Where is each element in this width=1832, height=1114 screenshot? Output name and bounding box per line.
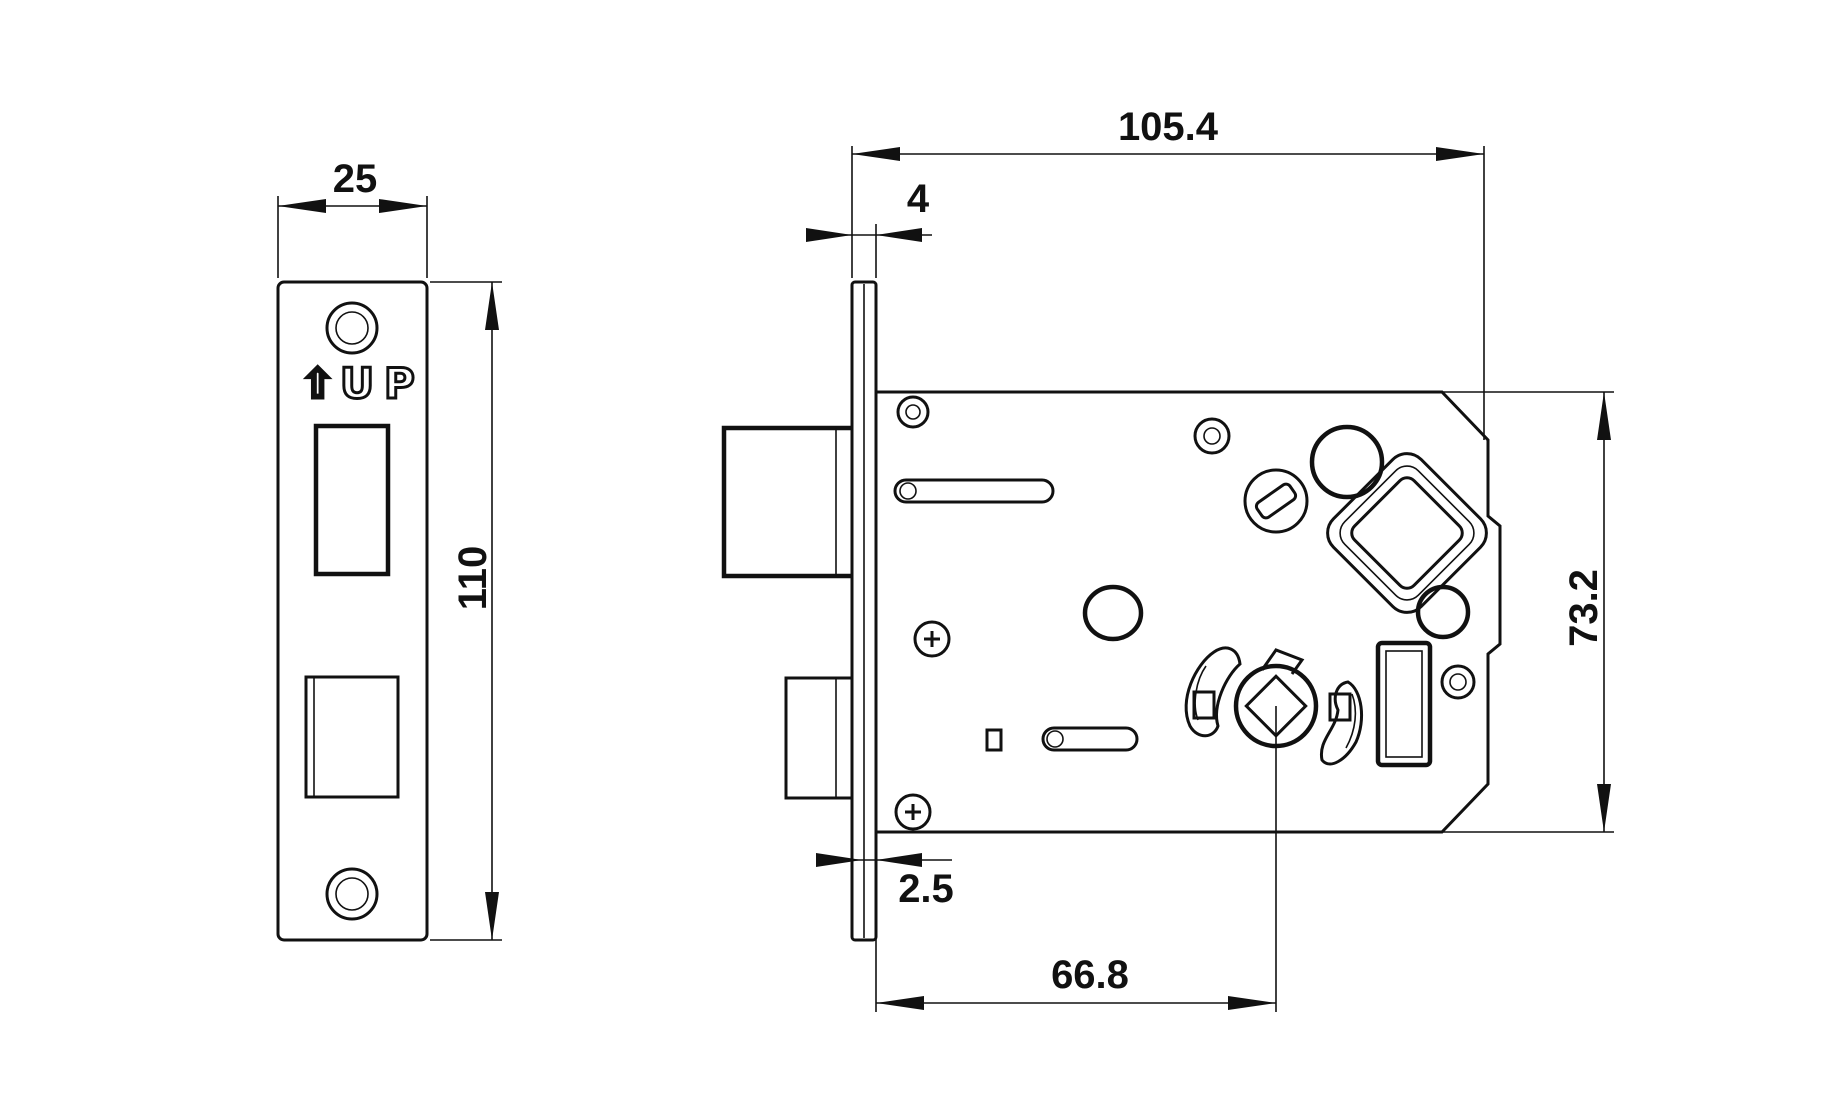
dead-bolt — [784, 676, 852, 800]
rivet-right — [1440, 664, 1476, 700]
lock-body-view — [721, 280, 1502, 942]
oval-hole — [1082, 584, 1144, 642]
screw-left-bottom — [894, 793, 932, 831]
small-indicator — [985, 728, 1003, 752]
case-width-label: 105.4 — [1118, 105, 1219, 149]
small-cam — [1243, 468, 1309, 534]
faceplate-top-screw-hole — [325, 301, 379, 355]
dimension-case-width: 105.4 — [851, 105, 1485, 440]
screw-left-middle — [913, 620, 951, 658]
faceplate-bolt-opening — [304, 675, 400, 799]
round-hole-top — [1309, 424, 1385, 500]
up-letter-u: U — [340, 359, 374, 408]
dimension-faceplate-width: 25 — [277, 157, 428, 278]
faceplate-height-label: 110 — [451, 546, 495, 611]
right-lever — [1375, 640, 1433, 768]
lock-case — [874, 390, 1502, 834]
dimension-faceplate-height: 110 — [430, 281, 502, 941]
faceplate-bottom-screw-hole-inner — [335, 877, 369, 911]
follower-hub — [1326, 452, 1488, 614]
backset-label: 66.8 — [1051, 953, 1129, 997]
up-arrow-icon: ⇧ — [300, 359, 335, 408]
case-height-label: 73.2 — [1562, 569, 1606, 647]
lower-slot — [1041, 726, 1139, 752]
right-guide — [1319, 680, 1363, 766]
latch-bolt — [721, 425, 852, 579]
dimension-forend-offset: 2.5 — [816, 853, 954, 911]
faceplate-outline — [276, 280, 429, 942]
rivet-top-center — [1193, 417, 1231, 455]
faceplate-view: ⇧ U P — [276, 280, 429, 942]
faceplate-bottom-screw-hole — [325, 867, 379, 921]
dimension-case-height: 73.2 — [1440, 391, 1614, 833]
rivet-top-left — [896, 395, 930, 429]
left-guide — [1184, 646, 1242, 738]
forend-thickness-label: 4 — [907, 177, 930, 221]
round-hole-lower — [1415, 584, 1471, 640]
forend-offset-label: 2.5 — [898, 867, 954, 911]
dimension-forend-thickness: 4 — [806, 177, 932, 278]
faceplate-width-label: 25 — [333, 157, 378, 201]
up-letter-p: P — [384, 359, 415, 408]
upper-slot — [893, 478, 1055, 504]
dimension-backset: 66.8 — [875, 706, 1277, 1012]
faceplate-latch-opening — [313, 423, 391, 577]
faceplate-top-screw-hole-inner — [335, 311, 369, 345]
